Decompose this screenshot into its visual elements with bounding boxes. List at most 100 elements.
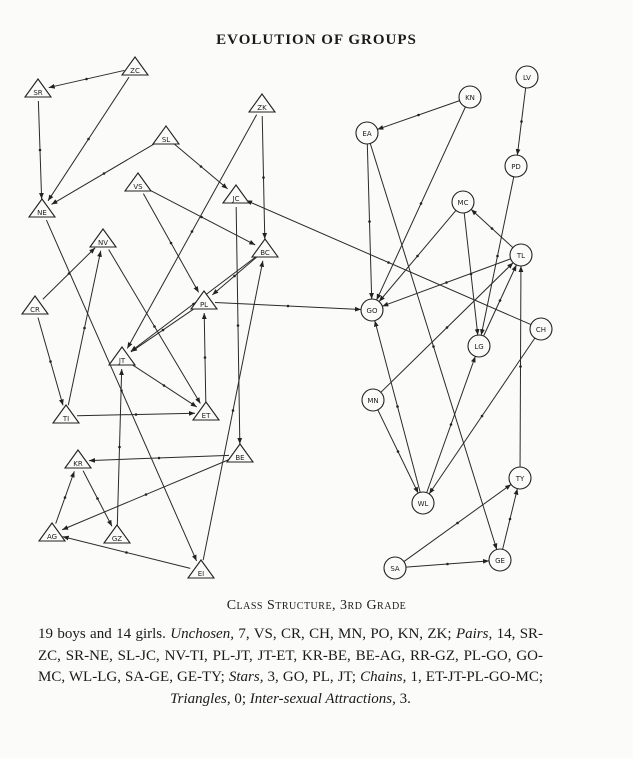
node-label: NV <box>98 239 108 247</box>
edge-midpoint-mark <box>96 497 99 500</box>
boy-node-sr: SR <box>23 78 53 98</box>
girl-node-lv: LV <box>515 65 539 89</box>
edge-midpoint-mark <box>236 324 240 327</box>
triangle-icon <box>23 78 53 98</box>
node-label: TY <box>515 475 525 483</box>
edge-midpoint-mark <box>63 496 67 499</box>
girl-node-mn: MN <box>361 388 385 412</box>
triangle-icon <box>27 198 57 218</box>
edge-midpoint-mark <box>445 326 449 329</box>
edge-midpoint-mark <box>508 517 512 521</box>
edge-midpoint-mark <box>498 299 502 302</box>
edge-midpoint-mark <box>134 413 138 416</box>
node-label: SA <box>390 565 400 573</box>
edge-midpoint-mark <box>87 137 90 141</box>
girl-node-pd: PD <box>504 154 528 178</box>
triangle-icon <box>51 404 81 424</box>
edge-midpoint-mark <box>490 227 494 230</box>
girl-node-lg: LG <box>467 334 491 358</box>
girl-node-ge: GE <box>488 548 512 572</box>
node-label: LV <box>523 74 531 82</box>
triangle-icon <box>189 290 219 310</box>
girl-node-mc: MC <box>451 190 475 214</box>
edge-midpoint-mark <box>67 272 71 275</box>
boy-node-nv: NV <box>88 228 118 248</box>
triangle-icon <box>225 443 255 463</box>
node-label: MC <box>458 199 469 207</box>
node-label: CR <box>30 306 40 314</box>
edge-midpoint-mark <box>190 230 194 233</box>
circle-icon <box>355 121 379 145</box>
boy-node-zc: ZC <box>120 56 150 76</box>
triangle-icon <box>37 522 67 542</box>
unchosen-list: 7, VS, CR, CH, MN, PO, KN, ZK; <box>238 626 452 642</box>
node-label: JC <box>232 195 240 203</box>
node-label: PD <box>511 163 521 171</box>
circle-icon <box>509 243 533 267</box>
edge-midpoint-mark <box>286 304 290 308</box>
figure-summary: 19 boys and 14 girls. Unchosen, 7, VS, C… <box>38 624 543 710</box>
girl-node-kn: KN <box>458 85 482 109</box>
edge-midpoint-mark <box>449 423 453 426</box>
circle-icon <box>488 548 512 572</box>
node-label: KN <box>465 94 475 102</box>
girl-node-tl: TL <box>509 243 533 267</box>
circle-icon <box>458 85 482 109</box>
node-label: VS <box>133 183 143 191</box>
edge-midpoint-mark <box>153 325 156 328</box>
node-label: CH <box>536 326 546 334</box>
chains-label: Chains, <box>360 669 407 685</box>
edge-midpoint-mark <box>161 328 165 332</box>
edge-midpoint-mark <box>83 326 86 330</box>
node-label: ZK <box>257 104 267 112</box>
node-label: EA <box>362 130 371 138</box>
boy-node-jc: JC <box>221 184 251 204</box>
circle-icon <box>360 298 384 322</box>
pairs-list: 14, SR-ZC, SR-NE, SL-JC, NV-TI, PL-JT, J… <box>38 626 544 685</box>
node-label: PL <box>200 301 208 309</box>
node-label: BC <box>260 249 270 257</box>
node-label: ZC <box>130 67 140 75</box>
girl-node-sa: SA <box>383 556 407 580</box>
edge-midpoint-mark <box>162 384 166 387</box>
figure-caption: Class Structure, 3rd Grade <box>226 598 407 613</box>
edge-midpoint-mark <box>446 562 449 566</box>
edge-midpoint-mark <box>169 241 173 245</box>
edge-midpoint-mark <box>419 202 423 205</box>
boy-node-sl: SL <box>151 125 181 145</box>
circle-icon <box>361 388 385 412</box>
boy-node-et: ET <box>191 401 221 421</box>
boy-node-ag: AG <box>37 522 67 542</box>
edge-midpoint-mark <box>102 172 106 175</box>
node-label: SL <box>162 136 170 144</box>
edge-midpoint-mark <box>396 450 400 453</box>
unchosen-label: Unchosen, <box>170 626 234 642</box>
node-label: BE <box>235 454 244 462</box>
edge-midpoint-mark <box>200 215 203 219</box>
girl-node-ch: CH <box>529 317 553 341</box>
edge-midpoint-mark <box>456 521 459 525</box>
circle-icon <box>508 466 532 490</box>
triangle-icon <box>247 93 277 113</box>
girl-node-ty: TY <box>508 466 532 490</box>
node-label: JT <box>118 357 126 365</box>
edge-midpoint-mark <box>231 409 235 412</box>
edge-midpoint-mark <box>49 360 52 363</box>
circle-icon <box>529 317 553 341</box>
node-label: GO <box>367 307 378 315</box>
edge-midpoint-mark <box>519 365 522 368</box>
triangles-count: 0; <box>234 690 247 707</box>
node-label: MN <box>367 397 378 405</box>
triangle-icon <box>151 125 181 145</box>
triangle-icon <box>191 401 221 421</box>
node-label: NE <box>37 209 47 217</box>
girl-node-ea: EA <box>355 121 379 145</box>
pairs-label: Pairs, <box>455 626 493 642</box>
triangle-icon <box>221 184 251 204</box>
boy-node-cr: CR <box>20 295 50 315</box>
edge-midpoint-mark <box>432 345 435 348</box>
summary-intro: 19 boys and 14 girls. <box>38 626 166 642</box>
edge-midpoint-mark <box>368 220 371 223</box>
edge-midpoint-mark <box>233 274 236 278</box>
